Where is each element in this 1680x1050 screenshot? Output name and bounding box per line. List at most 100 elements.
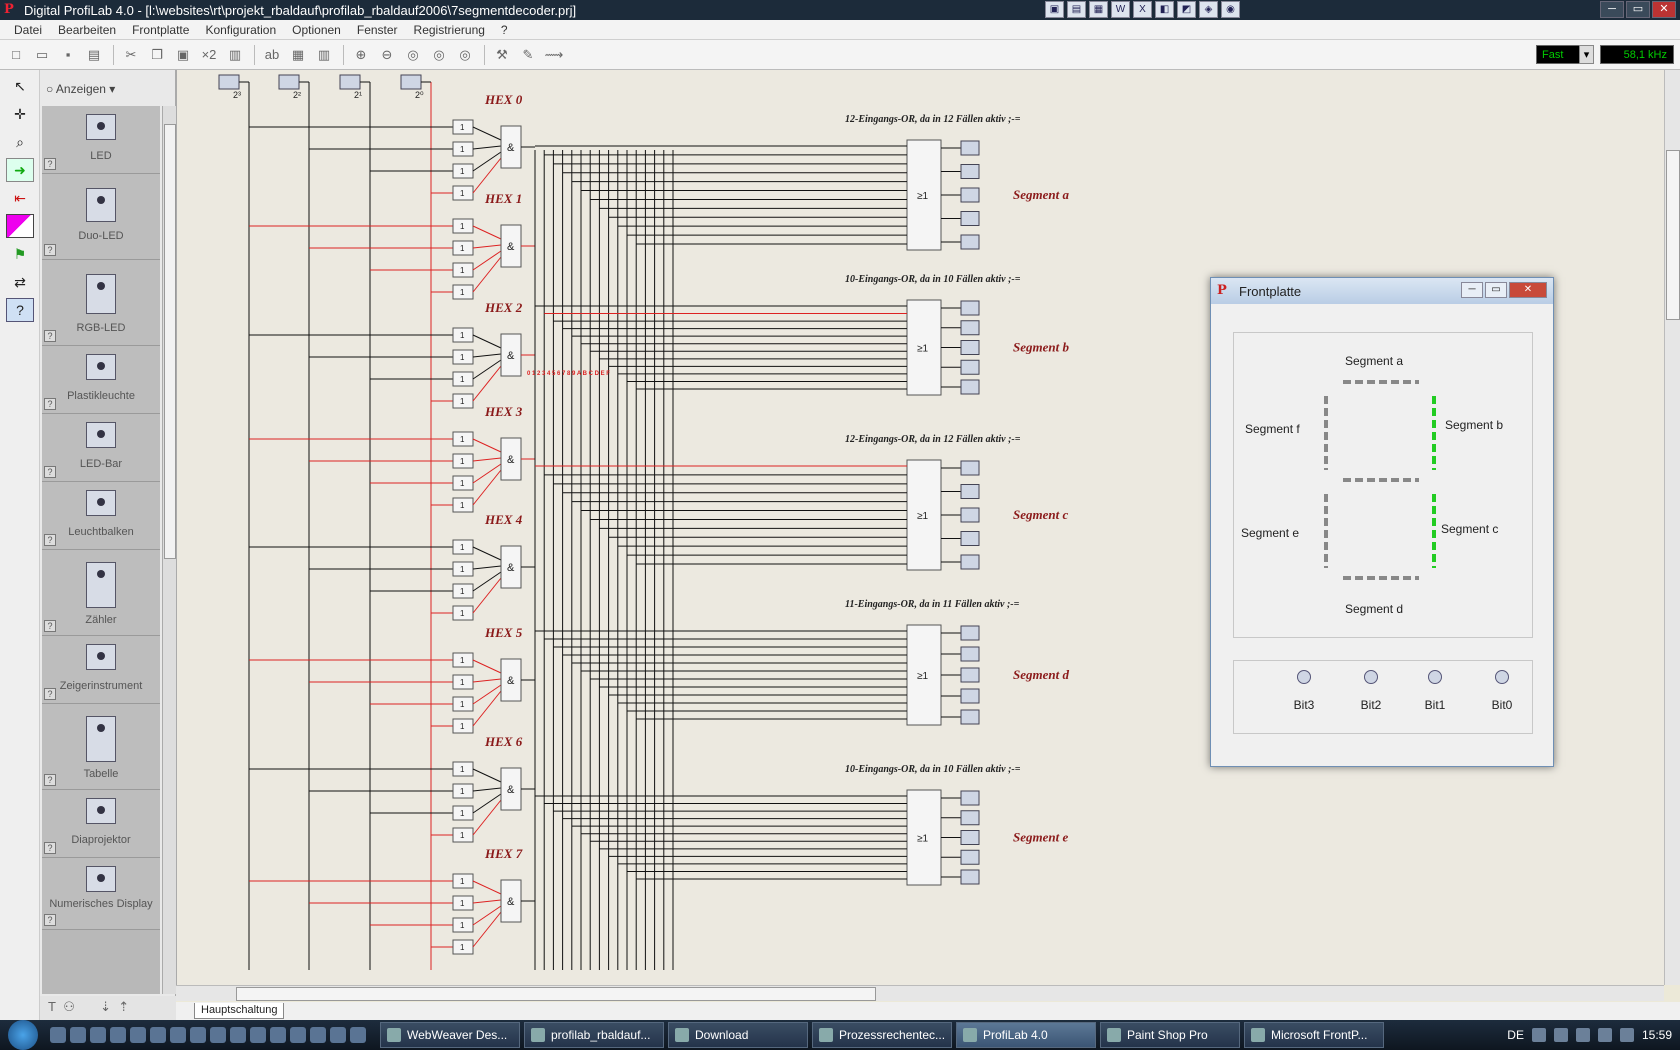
app-shortcut-icon[interactable] — [70, 1027, 86, 1043]
app-shortcut-icon[interactable] — [130, 1027, 146, 1043]
tray-icon[interactable] — [1575, 1028, 1590, 1042]
swap-icon[interactable]: ⇄ — [14, 273, 26, 290]
switch-bit0[interactable] — [1495, 670, 1509, 684]
task-download[interactable]: Download — [668, 1022, 808, 1048]
tools-icon[interactable]: ⚒ — [496, 46, 508, 62]
list-icon[interactable]: ▥ — [317, 46, 331, 62]
app-shortcut-icon[interactable] — [50, 1027, 66, 1043]
close-button[interactable]: ✕ — [1509, 282, 1547, 298]
color-icon[interactable] — [6, 214, 34, 238]
language-indicator[interactable]: DE — [1507, 1028, 1524, 1042]
maximize-button[interactable]: ▭ — [1626, 1, 1650, 18]
palette-item-zeigerinstrument[interactable]: Zeigerinstrument? — [42, 636, 160, 704]
crosshair-icon[interactable]: ✛ — [14, 105, 26, 122]
help-icon[interactable]: ? — [44, 466, 56, 478]
menu-registrierung[interactable]: Registrierung — [413, 22, 485, 37]
app-shortcut-icon[interactable] — [230, 1027, 246, 1043]
close-button[interactable]: ✕ — [1652, 1, 1676, 18]
cut-icon[interactable]: ✂ — [125, 46, 137, 62]
app-shortcut-icon[interactable]: ◉ — [1221, 1, 1240, 18]
tab-hauptschaltung[interactable]: Hauptschaltung — [194, 1003, 285, 1019]
app-shortcut-icon[interactable] — [310, 1027, 326, 1043]
app-shortcut-icon[interactable]: ◧ — [1155, 1, 1174, 18]
open-folder-icon[interactable]: ▭ — [35, 46, 49, 62]
copy-icon[interactable]: ❐ — [151, 46, 163, 62]
help-icon[interactable]: ? — [44, 620, 56, 632]
text-tool-icon[interactable]: T — [48, 999, 56, 1014]
minimize-button[interactable]: ─ — [1461, 282, 1483, 298]
duplicate-button[interactable]: ×2 — [201, 47, 217, 62]
palette-item-led[interactable]: LED? — [42, 106, 160, 174]
palette-item-plastikleuchte[interactable]: Plastikleuchte? — [42, 346, 160, 414]
palette-item-numerisches-display[interactable]: Numerisches Display? — [42, 858, 160, 930]
app-shortcut-icon[interactable]: ◩ — [1177, 1, 1196, 18]
app-shortcut-icon[interactable] — [170, 1027, 186, 1043]
horizontal-scrollbar[interactable] — [176, 985, 1664, 1001]
app-shortcut-icon[interactable] — [270, 1027, 286, 1043]
speed-select[interactable]: Fast▾ — [1536, 45, 1594, 64]
print-icon[interactable]: ▤ — [87, 46, 101, 62]
paste-icon[interactable]: ▣ — [176, 46, 190, 62]
zoom-icon[interactable]: ◎ — [407, 46, 419, 62]
text-tool-icon[interactable]: ab — [264, 47, 280, 62]
help-icon[interactable]: ? — [44, 688, 56, 700]
palette-item-rgb-led[interactable]: RGB-LED? — [42, 260, 160, 346]
save-icon[interactable]: ▪ — [65, 47, 71, 62]
maximize-button[interactable]: ▭ — [1485, 282, 1507, 298]
app-shortcut-icon[interactable]: ▤ — [1067, 1, 1086, 18]
arrow-up-icon[interactable]: ⇡ — [118, 999, 130, 1014]
wire-icon[interactable]: ⟿ — [544, 46, 564, 62]
task-prozessrechentechnik[interactable]: Prozessrechentec... — [812, 1022, 952, 1048]
menu-fenster[interactable]: Fenster — [356, 22, 398, 37]
palette-item-zaehler[interactable]: Zähler? — [42, 550, 160, 636]
menu-optionen[interactable]: Optionen — [292, 22, 341, 37]
app-shortcut-icon[interactable] — [330, 1027, 346, 1043]
menu-bearbeiten[interactable]: Bearbeiten — [58, 22, 117, 37]
task-frontpage[interactable]: Microsoft FrontP... — [1244, 1022, 1384, 1048]
grid-icon[interactable]: ▦ — [291, 46, 305, 62]
stop-arrow-icon[interactable]: ⇤ — [14, 189, 26, 206]
chevron-down-icon[interactable]: ▾ — [1579, 45, 1594, 64]
vertical-scrollbar[interactable] — [1664, 70, 1680, 985]
word-icon[interactable]: W — [1111, 1, 1130, 18]
magnifier-icon[interactable]: ⌕ — [16, 133, 24, 150]
menu-frontplatte[interactable]: Frontplatte — [132, 22, 190, 37]
zoom-all-icon[interactable]: ◎ — [459, 46, 471, 62]
help-icon[interactable]: ? — [44, 842, 56, 854]
palette-item-leuchtbalken[interactable]: Leuchtbalken? — [42, 482, 160, 550]
task-paint-shop-pro[interactable]: Paint Shop Pro — [1100, 1022, 1240, 1048]
menu-datei[interactable]: Datei — [14, 22, 43, 37]
delete-icon[interactable]: ▥ — [228, 46, 242, 62]
flag-icon[interactable]: ⚑ — [13, 245, 27, 262]
palette-item-led-bar[interactable]: LED-Bar? — [42, 414, 160, 482]
tray-icon[interactable] — [1597, 1028, 1612, 1042]
switch-bit2[interactable] — [1364, 670, 1378, 684]
app-shortcut-icon[interactable]: ▣ — [1045, 1, 1064, 18]
zoom-in-icon[interactable]: ⊕ — [355, 46, 367, 62]
switch-bit3[interactable] — [1297, 670, 1311, 684]
palette-item-tabelle[interactable]: Tabelle? — [42, 704, 160, 790]
app-shortcut-icon[interactable] — [350, 1027, 366, 1043]
help-icon[interactable]: ? — [44, 534, 56, 546]
menu-konfiguration[interactable]: Konfiguration — [205, 22, 277, 37]
help-icon[interactable]: ? — [44, 244, 56, 256]
help-cursor-icon[interactable]: ? — [6, 298, 34, 322]
tray-icon[interactable] — [1531, 1028, 1546, 1042]
pointer-icon[interactable]: ↖ — [14, 77, 26, 94]
task-profilab-folder[interactable]: profilab_rbaldauf... — [524, 1022, 664, 1048]
help-icon[interactable]: ? — [44, 398, 56, 410]
start-button[interactable] — [0, 1020, 46, 1050]
help-icon[interactable]: ? — [44, 158, 56, 170]
app-shortcut-icon[interactable] — [90, 1027, 106, 1043]
minimize-button[interactable]: ─ — [1600, 1, 1624, 18]
app-shortcut-icon[interactable] — [290, 1027, 306, 1043]
scrollbar-thumb[interactable] — [236, 987, 876, 1001]
task-webweaver[interactable]: WebWeaver Des... — [380, 1022, 520, 1048]
run-arrow-icon[interactable]: ➜ — [6, 158, 34, 182]
volume-icon[interactable] — [1619, 1028, 1634, 1042]
help-icon[interactable]: ? — [44, 774, 56, 786]
switch-bit1[interactable] — [1428, 670, 1442, 684]
app-shortcut-icon[interactable] — [150, 1027, 166, 1043]
menu-help[interactable]: ? — [500, 22, 508, 37]
app-shortcut-icon[interactable] — [190, 1027, 206, 1043]
